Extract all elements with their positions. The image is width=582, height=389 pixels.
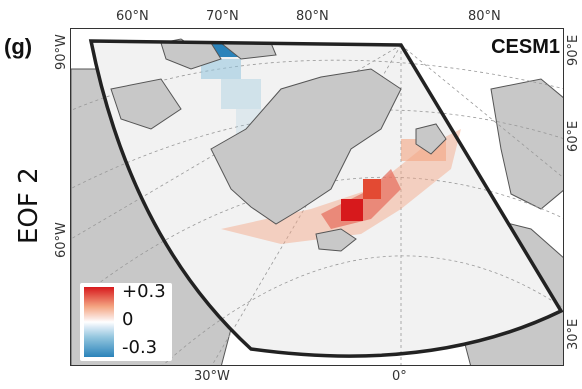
right-tick-60e: 60°E [566,120,581,152]
top-tick-80n-east: 80°N [468,9,501,24]
panel-letter: (g) [4,34,33,59]
colorbar [84,287,114,357]
svalbard [415,123,447,155]
colorbar-min-label: -0.3 [122,337,158,358]
greenland [210,68,402,225]
canadian-islands [110,42,277,130]
sector-interior [91,41,561,357]
right-tick-30e: 30°E [566,318,581,350]
left-tick-60w: 60°W [54,222,69,258]
top-tick-60n: 60°N [116,9,149,24]
model-label: CESM1 [491,36,560,58]
row-label: EOF 2 [14,167,44,244]
bottom-tick-30w: 30°W [194,369,230,384]
bottom-tick-0: 0° [392,369,407,384]
top-tick-70n: 70°N [206,9,239,24]
left-tick-90w: 90°W [54,34,69,70]
sector-outline [88,39,563,358]
right-tick-90e: 90°E [566,34,581,66]
colorbar-mid-label: 0 [122,309,134,330]
colorbar-max-label: +0.3 [122,281,166,302]
iceland [315,228,357,252]
top-tick-80n: 80°N [296,9,329,24]
colorbar-legend: +0.3 0 -0.3 [80,281,172,361]
